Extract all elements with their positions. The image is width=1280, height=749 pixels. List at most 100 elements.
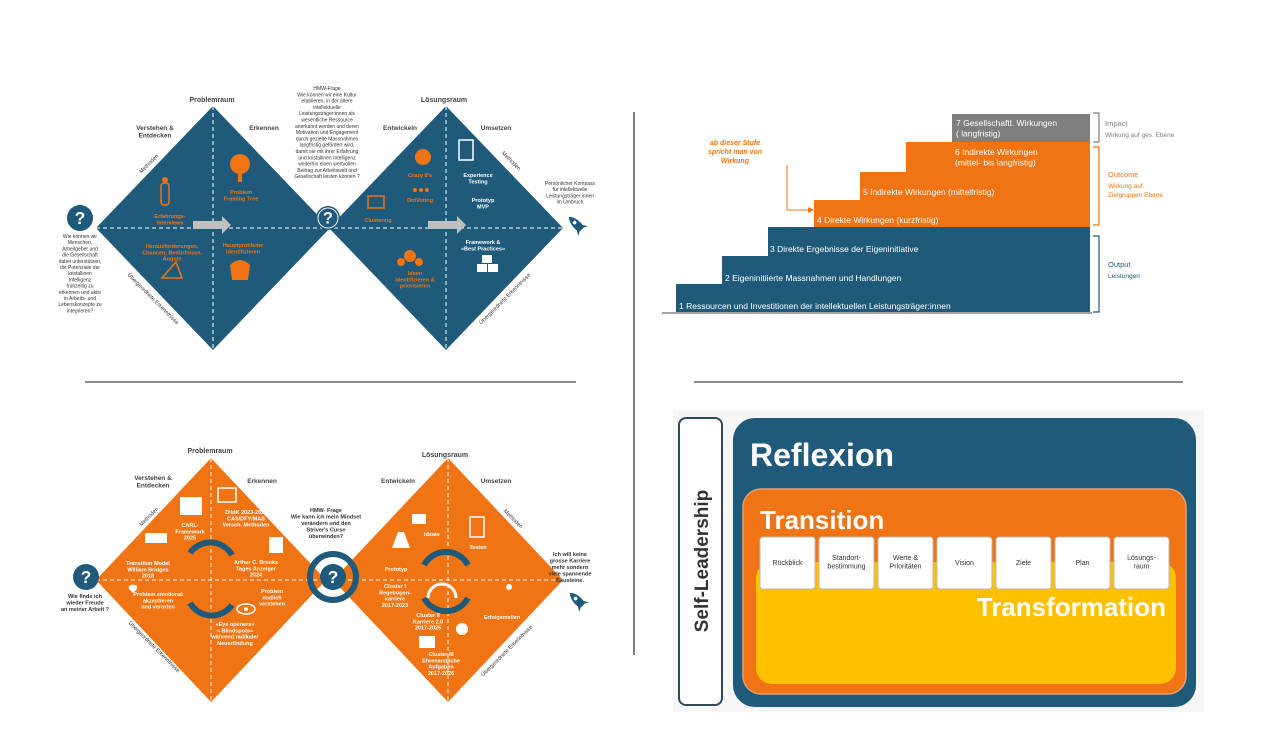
start-question-icon-2-glyph: ?	[81, 567, 92, 587]
step-box-label-4: Ziele	[1016, 560, 1031, 567]
plant-icon	[456, 623, 468, 635]
impact-sub: Wirkung auf ges. Ebene	[1105, 132, 1175, 139]
middle-question-icon-2-glyph: ?	[328, 567, 339, 587]
blocks-icon-2	[488, 264, 498, 272]
dotvoting-label: DotVoting	[407, 198, 433, 204]
rocket-icon-body	[568, 216, 584, 232]
self-leadership-box	[678, 417, 723, 706]
eye-openers-label: «Eye openers»« Blindspots»während radika…	[210, 622, 259, 647]
bridge-icon	[145, 533, 167, 543]
annotation-arrow-head	[808, 207, 814, 213]
cycle-arrow-top	[187, 539, 235, 557]
step-5-label: 5 Indirekte Wirkungen (mittelfristig)	[863, 187, 994, 197]
umsetzen-label-2: Umsetzen	[481, 478, 512, 485]
transformation-frame	[756, 562, 1176, 684]
clustering-label: Clustering	[364, 218, 391, 224]
step-1-label: 1 Ressourcen und Investitionen der intel…	[679, 301, 951, 311]
rocket-icon-2	[569, 592, 590, 613]
middle-question-icon	[316, 206, 340, 230]
prototyp-label-2: Prototyp	[385, 567, 408, 573]
outcome-bracket	[1093, 146, 1100, 226]
step-3-label: 3 Direkte Ergebnisse der Eigeninitiative	[770, 244, 919, 254]
checklist-icon	[458, 139, 474, 161]
hmw-ring	[307, 551, 359, 603]
step-box-3	[936, 536, 993, 590]
eye-icon	[236, 603, 256, 615]
clustering-icon	[367, 195, 385, 209]
step-box-4	[995, 536, 1052, 590]
testen-label: Testen	[469, 545, 487, 551]
tree-icon-trunk	[238, 172, 242, 182]
step-4-label: 4 Direkte Wirkungen (kurzfristig)	[817, 215, 939, 225]
cycle-arrow-top-2	[421, 548, 471, 567]
people-icon	[404, 250, 416, 262]
crazy8-icon	[415, 149, 431, 165]
start-question-icon-2	[73, 564, 99, 590]
cycle-arrow-bottom	[187, 601, 235, 619]
impact-bracket	[1093, 112, 1100, 143]
step-box-label-3: Vision	[955, 560, 974, 567]
step-6-label: 6 Indirekte Wirkungen(mittel- bis langfr…	[955, 147, 1038, 168]
step-box-label-0: Rückblick	[773, 560, 803, 567]
loesungsraum-label: Lösungsraum	[421, 97, 467, 104]
output-bracket	[1093, 235, 1100, 313]
framework-label: Framework &«Best Practices»	[461, 240, 505, 252]
eye-icon-pupil	[244, 607, 248, 611]
impact-title: Impact	[1105, 119, 1128, 128]
step-box-1	[818, 536, 875, 590]
dotvoting-dot-1	[413, 188, 417, 192]
start-question-icon-glyph: ?	[75, 208, 86, 228]
problemraum-label: Problemraum	[189, 97, 234, 104]
crazy8-label: Crazy 8's	[408, 173, 432, 179]
rocket-icon-2-body	[569, 592, 585, 608]
output-stairs	[676, 227, 1090, 312]
transition-title: Transition	[760, 505, 884, 535]
heart-icon	[128, 584, 138, 593]
middle-question-icon-glyph: ?	[323, 209, 333, 227]
verstehen-label: Verstehen &Entdecken	[136, 125, 174, 139]
output-sub: Leistungen	[1108, 273, 1140, 280]
entwickeln-label-2: Entwickeln	[381, 478, 415, 485]
start-question-icon	[67, 205, 93, 231]
flask-icon	[392, 532, 410, 548]
self-leadership-label: Self-Leadership	[692, 490, 713, 633]
step-box-2	[877, 536, 934, 590]
people-icon-right	[415, 258, 423, 266]
dotvoting-dot-3	[425, 188, 429, 192]
erkennen-label-2: Erkennen	[247, 478, 277, 485]
step-box-0	[759, 536, 816, 590]
problemraum-label-2: Problemraum	[187, 448, 232, 455]
step-box-label-1: Standort-bestimmung	[827, 555, 865, 571]
annotation-arrow	[786, 165, 808, 211]
outcome-title: Outcome	[1108, 170, 1138, 179]
verstehen-label-2: Verstehen &Entdecken	[134, 475, 172, 489]
ideate-label: Ideate	[424, 532, 440, 538]
middle-question-ring	[317, 207, 339, 229]
rocket-icon-2-window	[573, 596, 578, 601]
handshake-icon	[419, 636, 435, 648]
step-box-label-2: Werte &Prioritäten	[890, 555, 922, 571]
rainbow-icon	[426, 582, 458, 599]
outcome-stairs	[814, 142, 1090, 227]
loesungsraum-label-2: Lösungsraum	[422, 452, 468, 459]
middle-question-icon-2	[320, 564, 346, 590]
checklist-icon-2	[469, 516, 485, 538]
arrow-right-1	[193, 216, 231, 234]
